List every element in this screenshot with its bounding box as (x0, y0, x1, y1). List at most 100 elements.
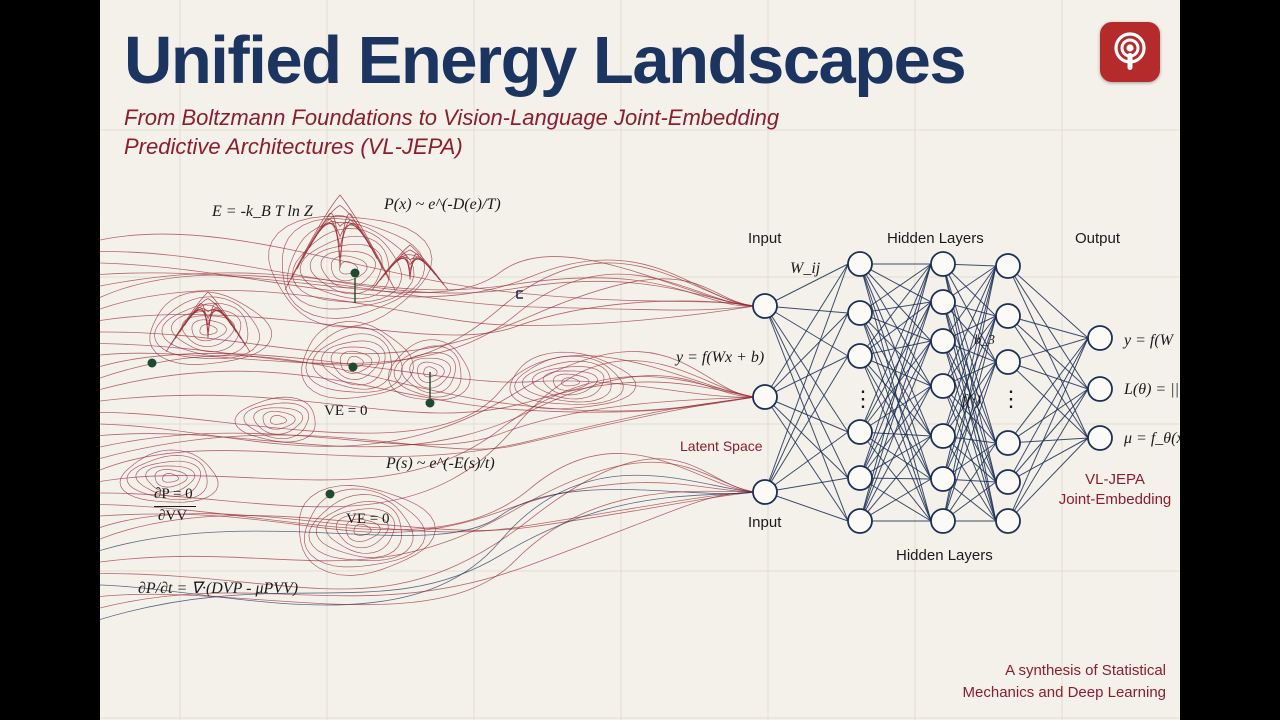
peak-line (165, 291, 251, 353)
synthesis-caption: A synthesis of Statistical Mechanics and… (963, 660, 1166, 704)
connection (859, 340, 932, 479)
neuron (930, 373, 956, 399)
input-label-top: Input (748, 230, 782, 247)
connection (859, 263, 932, 342)
connection (859, 431, 932, 480)
flow-line (100, 272, 756, 307)
neuron (930, 289, 956, 315)
contour-ring (154, 296, 260, 360)
peak-line (400, 253, 420, 280)
peak-line (392, 257, 428, 272)
subtitle-line-2: Predictive Architectures (VL-JEPA) (124, 134, 463, 159)
contour-ring (171, 309, 242, 353)
contour-ring (162, 473, 179, 483)
flow-line (100, 375, 756, 448)
connection (764, 355, 849, 493)
connection (764, 491, 849, 522)
connection (764, 305, 849, 433)
podcast-badge[interactable] (1100, 22, 1160, 82)
flow-line (100, 278, 756, 355)
connection (859, 301, 932, 357)
neuron (995, 303, 1021, 329)
neuron (847, 419, 873, 445)
connection (1007, 361, 1089, 439)
connection (1007, 437, 1089, 522)
contour-ring (270, 415, 287, 425)
energy-network-illustration (100, 194, 1113, 620)
minimum-marker (325, 489, 335, 499)
contour-ring (135, 460, 202, 497)
neuron (930, 328, 956, 354)
connection (859, 301, 932, 522)
connection (1007, 315, 1089, 439)
connection (1007, 337, 1089, 363)
connection (942, 385, 997, 483)
contour-ring (393, 345, 462, 398)
neuron (752, 384, 778, 410)
vl-jepa-title: VL-JEPA (1085, 471, 1145, 488)
contour-ring (309, 243, 383, 295)
flow-line (100, 351, 756, 447)
contour-ring (561, 377, 580, 387)
contour-ring (299, 235, 390, 299)
connection (1007, 388, 1089, 444)
flow-line (100, 396, 756, 459)
contour-ring (243, 402, 310, 440)
connection (1007, 388, 1089, 522)
connection (764, 312, 849, 493)
peak-line (320, 218, 360, 258)
flow-line (100, 491, 756, 609)
peak-line (308, 223, 372, 249)
network-neurons (752, 251, 1113, 534)
connection (764, 263, 849, 307)
minimum-marker (147, 358, 157, 368)
contour-ring (145, 465, 196, 493)
neuron (995, 508, 1021, 534)
connection (942, 340, 997, 483)
contour-ring (320, 250, 376, 289)
flow-line (100, 274, 756, 311)
peak-line (284, 194, 396, 291)
flow-line (100, 396, 756, 471)
connection (859, 301, 932, 433)
ellipsis-2: ⋮ (1000, 386, 1022, 411)
connection (764, 263, 849, 493)
connection (859, 263, 932, 303)
contour-ring (149, 291, 273, 365)
layer-equation: y = f(Wx + b) (676, 349, 765, 366)
paper-grid (100, 0, 1180, 720)
contour-ring (321, 340, 386, 386)
connection (859, 340, 932, 433)
neuron (847, 300, 873, 326)
page-title: Unified Energy Landscapes (124, 23, 967, 98)
output-equation-3: μ = f_θ(x_s (1124, 430, 1180, 447)
neuron (752, 293, 778, 319)
bracket-mark (516, 290, 523, 299)
neuron (930, 251, 956, 277)
connection (764, 305, 849, 522)
neuron (847, 508, 873, 534)
connection (859, 263, 932, 314)
vl-jepa-caption: VL-JEPA Joint-Embedding (1050, 470, 1180, 510)
connection (859, 355, 932, 437)
free-energy-equation: E = -k_B T ln Z (212, 203, 313, 220)
peak-line (371, 244, 449, 291)
landscape-minima-markers (147, 268, 523, 499)
contour-ring (281, 218, 426, 319)
contour-ring (330, 255, 368, 282)
connection (942, 340, 997, 522)
flow-line (100, 256, 756, 307)
neuron (1087, 425, 1113, 451)
peak-line (388, 258, 432, 271)
ps-equation: P(s) ~ e^(-E(s)/t) (386, 455, 495, 472)
flow-line (100, 370, 756, 413)
connection (764, 305, 849, 479)
flow-line (100, 355, 756, 434)
connection (942, 361, 997, 480)
contour-ring (417, 361, 445, 383)
connection (1007, 315, 1089, 390)
input-label-bottom: Input (748, 514, 782, 531)
flow-line (100, 453, 756, 531)
network-connections (764, 263, 1089, 522)
neuron (995, 430, 1021, 456)
